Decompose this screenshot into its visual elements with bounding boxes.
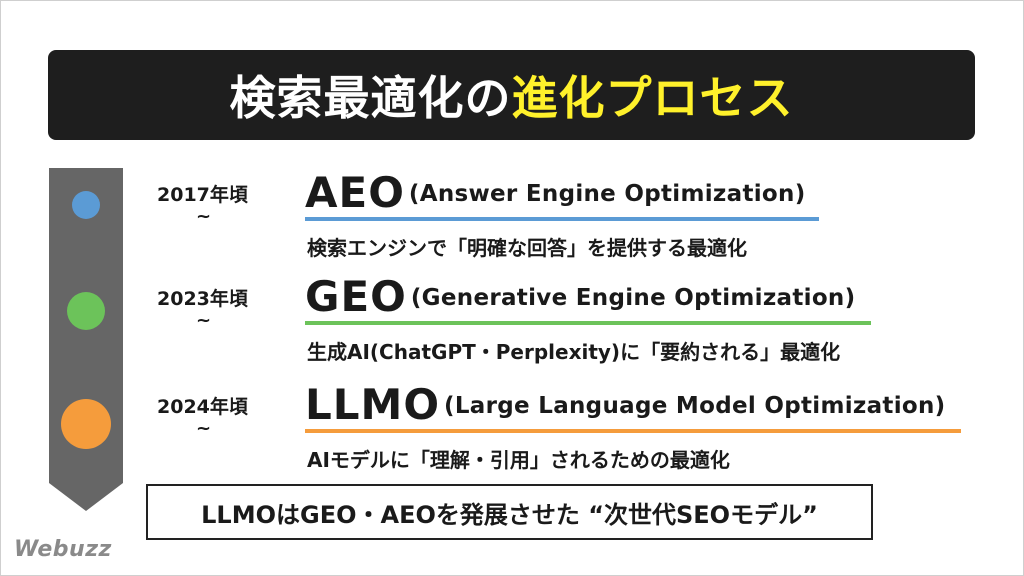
era-description: 生成AI(ChatGPT・Perplexity)に「要約される」最適化: [307, 340, 841, 364]
era-full-name: (Answer Engine Optimization): [408, 181, 806, 207]
timeline-dot-geo: [67, 292, 105, 330]
timeline-arrow: [49, 168, 123, 511]
timeline-arrow-shape: [49, 168, 123, 511]
title-main: 検索最適化の: [229, 71, 512, 125]
era-tilde: ~: [196, 310, 212, 331]
era-description: 検索エンジンで「明確な回答」を提供する最適化: [307, 236, 747, 260]
timeline-dot-aeo: [72, 191, 100, 219]
timeline-dot-llmo: [61, 399, 111, 449]
title-highlight: 進化プロセス: [511, 71, 794, 125]
summary-box: LLMOはGEO・AEOを発展させた “次世代SEOモデル”: [146, 484, 873, 540]
era-abbr-text: AEO: [305, 168, 405, 217]
era-abbr: GEO(Generative Engine Optimization): [305, 274, 855, 321]
era-underline: [305, 429, 961, 433]
era-full-name: (Generative Engine Optimization): [410, 285, 856, 311]
era-year: 2017年頃: [157, 184, 248, 206]
era-tilde: ~: [196, 418, 212, 439]
era-abbr-text: LLMO: [305, 380, 441, 429]
era-underline: [305, 321, 871, 325]
page-title: 検索最適化の進化プロセス: [230, 62, 794, 128]
webuzz-logo: Webuzz: [14, 537, 112, 562]
era-year: 2023年頃: [157, 288, 248, 310]
era-abbr-text: GEO: [305, 272, 407, 321]
era-year: 2024年頃: [157, 396, 248, 418]
era-description: AIモデルに「理解・引用」されるための最適化: [307, 448, 730, 472]
era-abbr: AEO(Answer Engine Optimization): [305, 170, 806, 217]
era-abbr: LLMO(Large Language Model Optimization): [305, 382, 945, 429]
title-banner: 検索最適化の進化プロセス: [48, 50, 975, 140]
era-full-name: (Large Language Model Optimization): [444, 393, 946, 419]
era-tilde: ~: [196, 206, 212, 227]
era-underline: [305, 217, 819, 221]
